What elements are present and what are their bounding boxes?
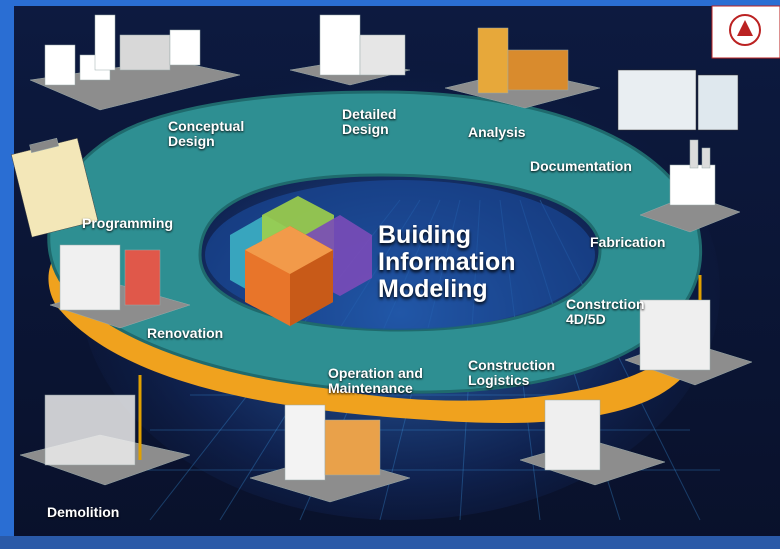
title-line-3: Modeling (378, 275, 488, 303)
stage-label-documentation: Documentation (530, 158, 632, 174)
left-strip (0, 0, 14, 549)
building-illustrations (11, 14, 753, 503)
stage-label-renovation: Renovation (147, 325, 224, 341)
orange-band-lower (48, 250, 702, 423)
bim-cube-logo (230, 196, 372, 326)
stage-label-programming: Programming (82, 215, 174, 231)
stage-label-construction-4d5d: Constrction 4D/5D (566, 296, 645, 327)
stage-label-operation-maintenance: Operation and Maintenance (328, 365, 423, 396)
top-strip (0, 0, 780, 6)
bottom-strip (0, 536, 780, 549)
stage-label-construction-logistics: Construction Logistics (468, 357, 556, 388)
center-title: Buiding Information Modeling (378, 222, 516, 303)
stage-label-fabrication: Fabrication (590, 234, 666, 250)
stage-label-demolition: Demolition (47, 504, 120, 520)
stage-label-detailed-design: Detailed Design (342, 106, 397, 137)
title-line-2: Information (378, 248, 516, 276)
stage-label-conceptual-design: Conceptual Design (168, 118, 245, 149)
stage-label-analysis: Analysis (468, 124, 526, 140)
title-line-1: Buiding (378, 221, 472, 249)
